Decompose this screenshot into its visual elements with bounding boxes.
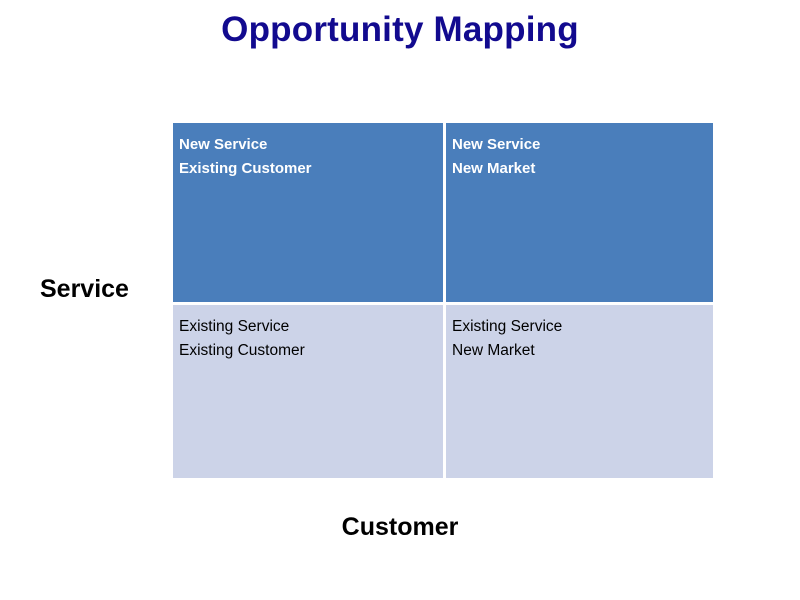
quadrant-top-right[interactable]: New Service New Market — [443, 123, 713, 302]
quadrant-bottom-left[interactable]: Existing Service Existing Customer — [173, 302, 443, 478]
quadrant-bottom-right-line1: Existing Service — [452, 318, 563, 335]
quadrant-top-left[interactable]: New Service Existing Customer — [173, 123, 443, 302]
axis-label-horizontal: Customer — [341, 513, 459, 541]
quadrant-bottom-right[interactable]: Existing Service New Market — [443, 302, 713, 478]
quadrant-bottom-right-line2: New Market — [452, 342, 535, 359]
quadrant-top-right-line2: New Market — [452, 160, 536, 177]
quadrant-bottom-left-line1: Existing Service — [179, 318, 290, 335]
axis-label-vertical: Service — [40, 275, 129, 303]
quadrant-top-left-line2: Existing Customer — [179, 160, 312, 177]
page-title: Opportunity Mapping — [221, 10, 579, 49]
quadrant-top-left-line1: New Service — [179, 136, 268, 153]
opportunity-matrix: New Service Existing Customer New Servic… — [173, 123, 713, 478]
quadrant-bottom-left-line2: Existing Customer — [179, 342, 305, 359]
quadrant-top-right-line1: New Service — [452, 136, 541, 153]
